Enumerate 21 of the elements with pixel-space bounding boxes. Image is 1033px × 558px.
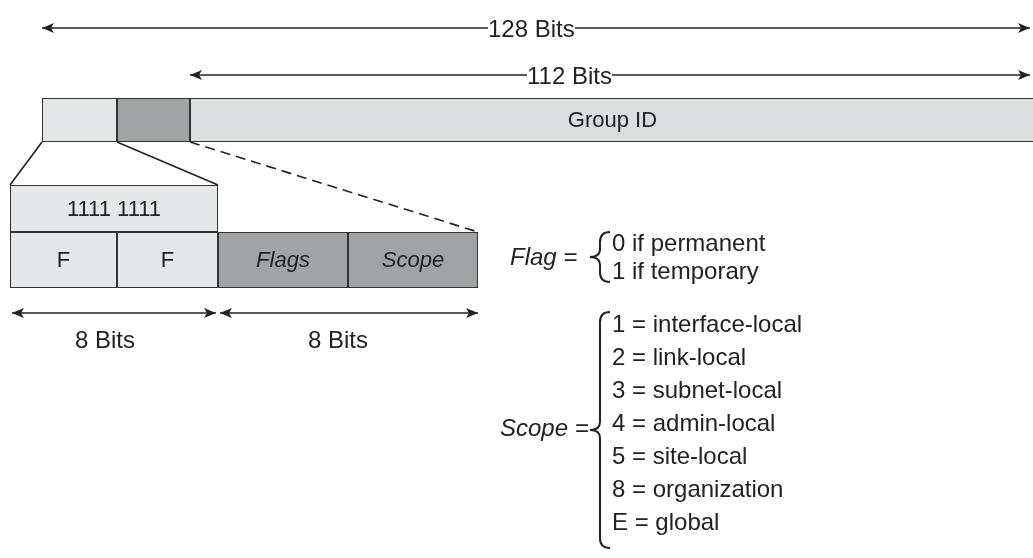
address-field: Group ID [190, 98, 1033, 142]
equation-label: Scope = [500, 416, 589, 440]
value-item: E = global [612, 510, 720, 534]
hex-digit-field: F [117, 232, 218, 288]
value-item: 2 = link-local [612, 345, 747, 369]
flags-field: Flags [218, 232, 348, 288]
projection-line [9, 141, 43, 186]
value-item: 4 = admin-local [612, 411, 776, 435]
value-item: 1 if temporary [612, 259, 759, 283]
equation-label: Flag = [510, 245, 578, 269]
field-segment [117, 98, 190, 142]
value-item: 3 = subnet-local [612, 378, 783, 402]
field-segment [42, 98, 117, 142]
projection-line [116, 141, 219, 186]
hex-digit-field: F [10, 232, 117, 288]
value-item: 8 = organization [612, 477, 784, 501]
value-item: 1 = interface-local [612, 312, 803, 336]
value-item: 0 if permanent [612, 231, 766, 255]
prefix-field: 1111 1111 [10, 185, 218, 232]
scope-field: Scope [348, 232, 478, 288]
value-item: 5 = site-local [612, 444, 748, 468]
